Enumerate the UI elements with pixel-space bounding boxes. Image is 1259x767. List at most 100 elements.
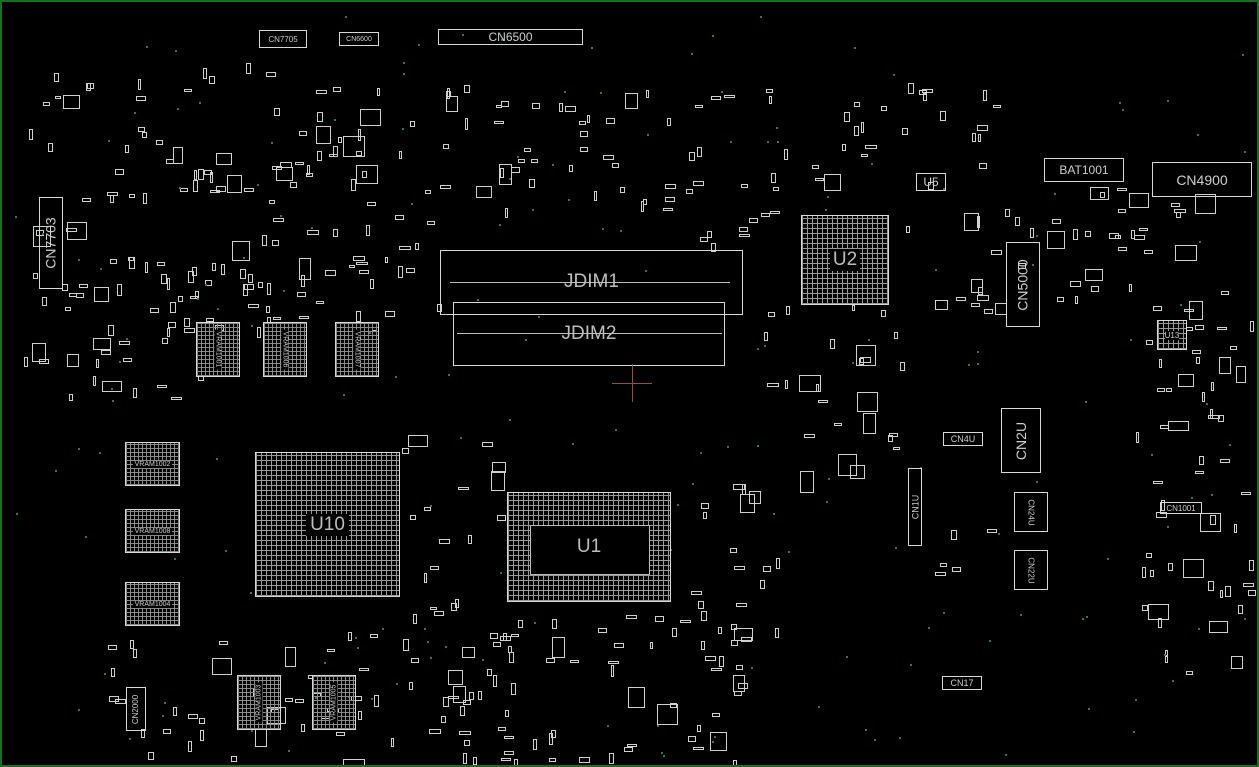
smd-component [1219, 356, 1231, 375]
connector-cn1001[interactable]: CN1001 [1160, 502, 1202, 514]
label: CN24U [1026, 498, 1036, 526]
smd-component [606, 117, 615, 124]
smd-component [100, 349, 112, 355]
chip-u5[interactable]: U5 [916, 173, 946, 191]
vram-chip[interactable]: VRAM1008 [125, 509, 180, 553]
slot-jdim2[interactable]: JDIM2 [453, 302, 725, 366]
via [250, 325, 253, 328]
vram-chip[interactable]: VRAM1001 [196, 322, 240, 377]
smd-component [284, 647, 297, 667]
smd-component [199, 717, 206, 724]
smd-component [983, 89, 987, 101]
smd-component [1165, 387, 1173, 393]
vram-chip[interactable]: VRAM1006 [263, 322, 307, 377]
slot-jdim1[interactable]: JDIM1 [440, 250, 743, 315]
via [462, 33, 465, 36]
connector-cn22u[interactable]: CN22U [1014, 550, 1048, 590]
chip-u13[interactable]: U13 [1157, 320, 1187, 350]
connector-cn1u[interactable]: CN1U [908, 468, 922, 546]
smd-component [294, 699, 305, 704]
connector-cn7703[interactable]: CN7703 [39, 197, 63, 289]
connector-cn6600[interactable]: CN6600 [339, 32, 379, 46]
chip-u2[interactable]: U2 [801, 215, 889, 305]
connector-cn2000[interactable]: CN2000 [126, 687, 146, 731]
smd-component [952, 567, 962, 573]
smd-component [188, 740, 193, 752]
vram-chip[interactable]: VRAM1007 [335, 322, 379, 377]
connector-cn7705[interactable]: CN7705 [259, 30, 307, 48]
smd-component [1208, 580, 1214, 591]
smd-component [324, 270, 336, 277]
smd-component [625, 92, 639, 109]
connector-cn17[interactable]: CN17 [942, 676, 982, 690]
smd-component [297, 291, 307, 297]
connector-cn4900[interactable]: CN4900 [1152, 162, 1252, 197]
smd-component [168, 322, 177, 329]
via [356, 646, 359, 649]
smd-component [710, 667, 723, 671]
smd-component [741, 637, 752, 642]
smd-component [24, 356, 28, 367]
chip-u10[interactable]: U10 [255, 452, 400, 597]
smd-component [971, 133, 977, 143]
label: JDIM1 [564, 271, 619, 292]
smd-component [156, 384, 168, 389]
smd-component [1185, 670, 1193, 676]
smd-component [657, 703, 679, 726]
smd-component [1157, 618, 1162, 628]
smd-component [860, 357, 871, 364]
via [919, 466, 922, 469]
via [216, 307, 219, 310]
smd-component [410, 515, 417, 520]
battery-bat1001[interactable]: BAT1001 [1044, 158, 1124, 182]
label: VRAM1007 [353, 329, 361, 370]
smd-component [686, 188, 693, 194]
smd-component [299, 316, 309, 320]
smd-component [94, 286, 109, 302]
smd-component [862, 413, 876, 435]
vram-chip[interactable]: VRAM1003 [237, 675, 281, 730]
connector-cn24u[interactable]: CN24U [1014, 492, 1048, 532]
smd-component [333, 86, 341, 93]
connector-cn4u[interactable]: CN4U [943, 432, 983, 446]
smd-component [211, 658, 233, 676]
smd-component [655, 616, 664, 622]
via [1244, 617, 1247, 620]
smd-component [830, 338, 836, 350]
vram-chip[interactable]: VRAM1002 [125, 442, 180, 486]
label: JDIM2 [561, 323, 617, 344]
smd-component [824, 174, 841, 192]
via [1121, 109, 1124, 112]
smd-component [129, 639, 135, 650]
via [538, 315, 541, 318]
smd-component [267, 283, 272, 296]
connector-cn5000[interactable]: CN5000 [1006, 242, 1040, 327]
smd-component [906, 225, 911, 234]
via [1171, 680, 1174, 683]
smd-component [438, 539, 451, 545]
label: CN7705 [268, 34, 298, 44]
smd-component [740, 183, 749, 188]
connector-cn6500[interactable]: CN6500 [438, 29, 583, 45]
smd-component [149, 308, 160, 314]
smd-component [170, 302, 177, 314]
smd-component [761, 213, 771, 218]
via [161, 714, 164, 717]
chip-u1[interactable]: U1 [507, 492, 671, 602]
smd-component [166, 278, 171, 290]
via [564, 90, 567, 93]
smd-component [1089, 187, 1109, 201]
via [145, 45, 148, 48]
via [988, 640, 991, 643]
smd-component [712, 712, 721, 718]
smd-component [376, 88, 380, 96]
connector-cn2u[interactable]: CN2U [1001, 408, 1041, 473]
smd-component [1202, 392, 1206, 402]
smd-component [424, 189, 432, 195]
vram-chip[interactable]: VRAM1004 [125, 582, 180, 626]
vram-chip[interactable]: VRAM1005 [312, 675, 356, 730]
smd-component [803, 434, 815, 438]
smd-component [849, 465, 865, 479]
smd-component [442, 143, 449, 150]
